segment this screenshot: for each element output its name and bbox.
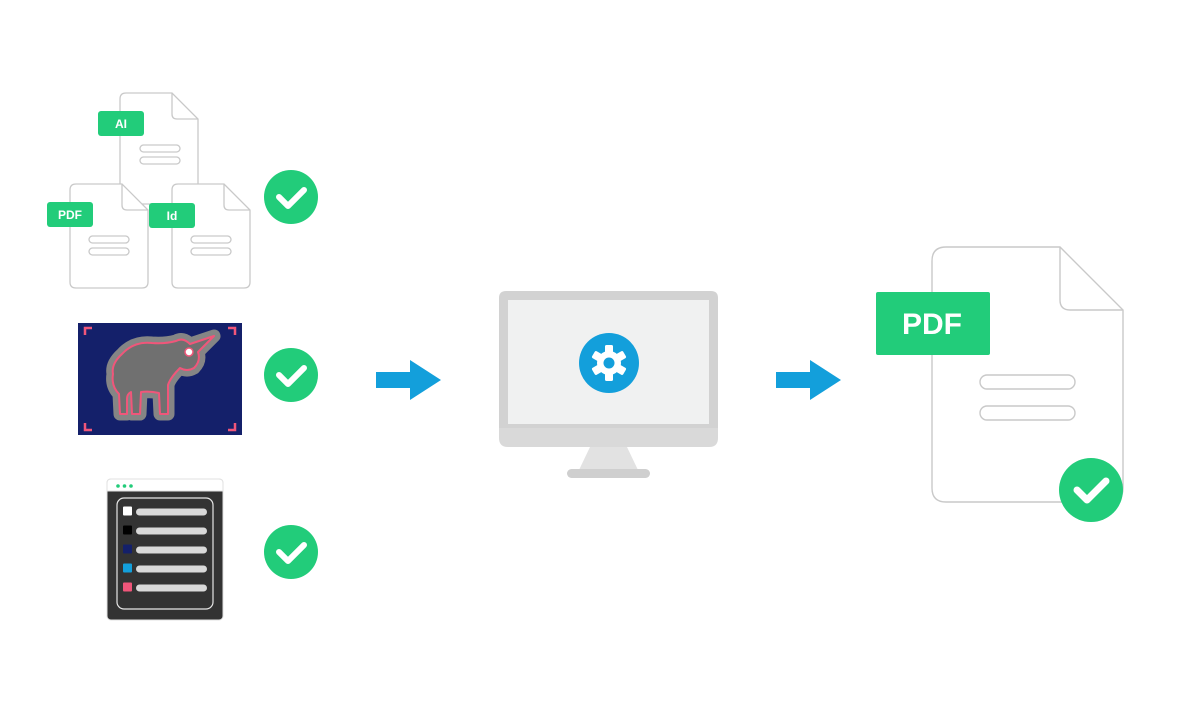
output-pdf-badge: PDF	[876, 292, 990, 355]
check-icon	[264, 170, 318, 224]
unicorn-icon	[106, 329, 221, 421]
id-badge-label: Id	[167, 209, 178, 223]
ai-badge-label: AI	[115, 117, 127, 131]
palette-swatch	[123, 525, 132, 535]
window-dots	[116, 484, 133, 488]
ai-badge: AI	[98, 111, 144, 136]
palette-row-bar	[136, 508, 207, 516]
palette-swatch	[123, 563, 132, 573]
palette-swatch	[123, 506, 132, 516]
crop-marks	[83, 326, 237, 432]
palette-row-bar	[136, 565, 207, 573]
arrow-right-icon	[776, 360, 841, 400]
palette-row-bar	[136, 527, 207, 535]
palette-rows	[123, 506, 207, 592]
id-document-icon	[171, 183, 251, 289]
color-palette-window	[106, 478, 224, 621]
palette-swatch	[123, 582, 132, 592]
vector-artwork-image	[78, 323, 242, 435]
palette-row-bar	[136, 584, 207, 592]
gear-icon	[579, 333, 639, 393]
arrow-right-icon	[376, 360, 441, 400]
check-icon	[264, 525, 318, 579]
source-documents: AI PDF Id	[47, 92, 251, 289]
output-pdf-badge-label: PDF	[902, 308, 962, 341]
check-icon	[264, 348, 318, 402]
id-badge: Id	[149, 203, 195, 228]
pdf-badge: PDF	[47, 202, 93, 227]
check-icon	[1059, 458, 1123, 522]
pdf-document-icon	[69, 183, 149, 289]
pdf-badge-label: PDF	[58, 208, 82, 222]
palette-swatch	[123, 544, 132, 554]
monitor-icon	[499, 291, 718, 478]
palette-row-bar	[136, 546, 207, 554]
